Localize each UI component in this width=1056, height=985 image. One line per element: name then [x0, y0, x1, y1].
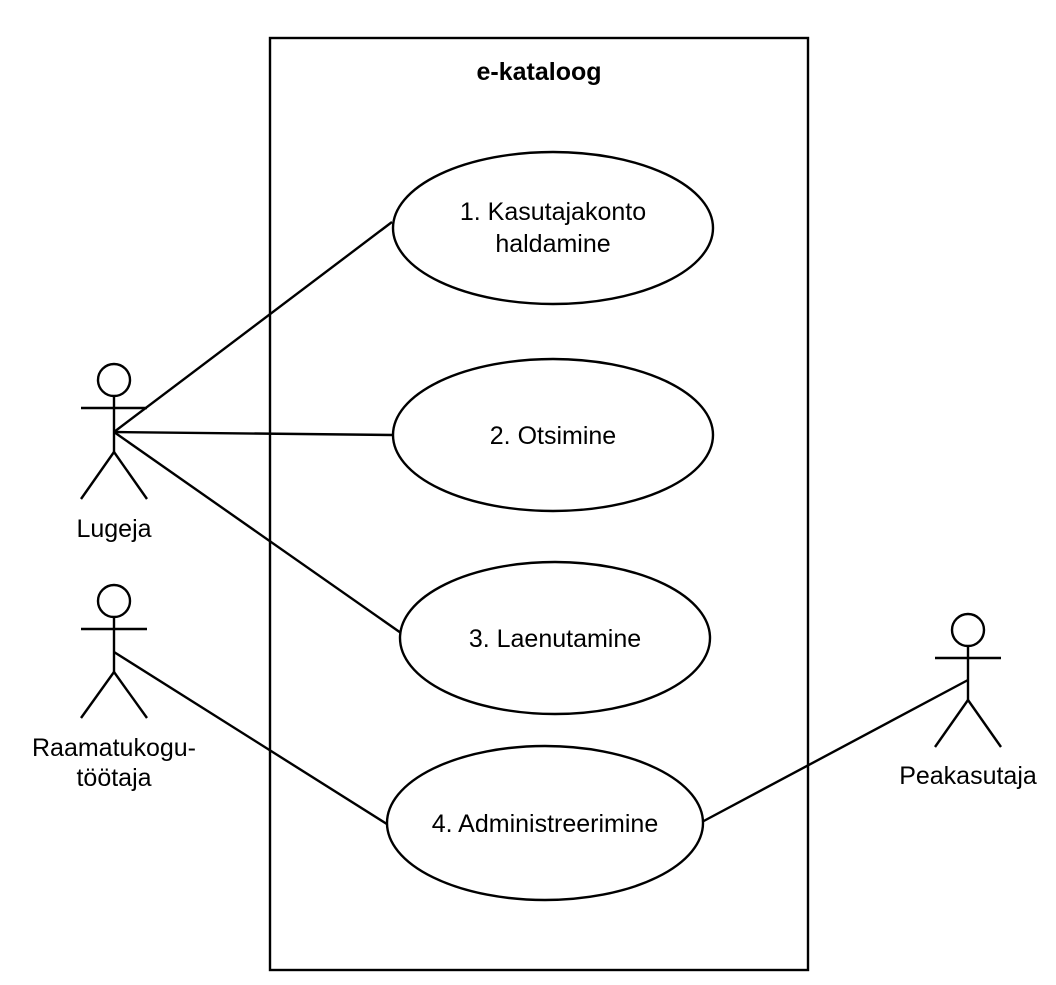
- stick-figure-icon: [80, 362, 148, 500]
- use-case-label: 2. Otsimine: [490, 422, 616, 450]
- actor-label: Lugeja: [76, 515, 151, 543]
- association-lugeja-kasutajakonto: [113, 221, 393, 433]
- actor-label-line1: Raamatukogu-: [32, 734, 196, 762]
- association-peakasutaja-administreerimine: [699, 678, 969, 825]
- use-case-otsimine[interactable]: 2. Otsimine: [391, 357, 715, 513]
- actor-lugeja[interactable]: Lugeja: [76, 362, 152, 543]
- system-title: e-kataloog: [476, 58, 601, 86]
- actor-raamatukogutootaja[interactable]: Raamatukogu- töötaja: [32, 583, 196, 792]
- use-case-label: 4. Administreerimine: [432, 810, 658, 838]
- use-case-ellipse: [391, 357, 715, 513]
- use-case-ellipse: [385, 744, 705, 902]
- actor-peakasutaja[interactable]: Peakasutaja: [899, 612, 1037, 790]
- use-case-laenutamine[interactable]: 3. Laenutamine: [398, 560, 712, 716]
- actor-label-line2: töötaja: [76, 764, 151, 792]
- association-lugeja-laenutamine: [113, 431, 402, 634]
- use-case-label-line1: 1. Kasutajakonto: [460, 198, 646, 226]
- use-case-kasutajakonto[interactable]: 1. Kasutajakonto haldamine: [391, 150, 715, 306]
- association-raamatukogutootaja-administreerimine: [113, 650, 391, 828]
- association-lugeja-otsimine: [113, 430, 394, 437]
- use-case-ellipse: [398, 560, 712, 716]
- system-boundary: [268, 36, 810, 972]
- use-case-administreerimine[interactable]: 4. Administreerimine: [385, 744, 705, 902]
- use-case-label-line2: haldamine: [495, 230, 610, 258]
- actor-label: Peakasutaja: [899, 762, 1037, 790]
- use-case-label: 3. Laenutamine: [469, 625, 641, 653]
- stick-figure-icon: [80, 583, 148, 719]
- use-case-ellipse: [391, 150, 715, 306]
- stick-figure-icon: [934, 612, 1002, 748]
